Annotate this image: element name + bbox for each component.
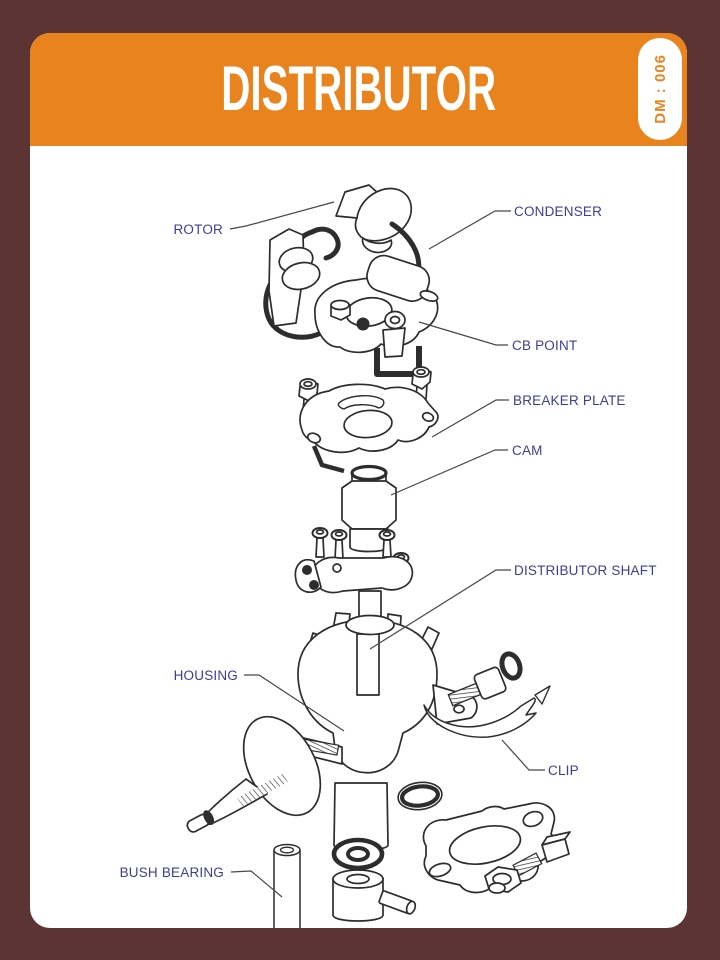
cb-point-contact xyxy=(384,310,406,330)
label-housing: HOUSING xyxy=(174,668,345,732)
label-breaker-plate: BREAKER PLATE xyxy=(431,393,626,438)
label-distributor-shaft: DISTRIBUTOR SHAFT xyxy=(369,563,657,650)
bolt xyxy=(311,527,329,558)
label-text: CAM xyxy=(512,443,543,458)
label-text: BUSH BEARING xyxy=(120,865,224,880)
label-text: CONDENSER xyxy=(514,204,602,219)
distributor-exploded-diagram: ROTOR CONDENSER CB POINT BREAKER PLATE C… xyxy=(120,184,657,928)
label-text: ROTOR xyxy=(173,222,223,237)
clamp-plate-drawing xyxy=(422,802,571,894)
breaker-plate-drawing xyxy=(298,366,439,474)
o-ring-drawing xyxy=(397,781,443,811)
labels: ROTOR CONDENSER CB POINT BREAKER PLATE C… xyxy=(120,201,657,898)
shaft-collar-drawing xyxy=(331,837,417,922)
label-clip: CLIP xyxy=(501,739,579,778)
label-text: DISTRIBUTOR SHAFT xyxy=(514,563,657,578)
label-cam: CAM xyxy=(390,443,543,496)
cam-drawing xyxy=(341,464,397,553)
label-bush-bearing: BUSH BEARING xyxy=(120,865,283,898)
header-band: DISTRIBUTOR DM : 006 xyxy=(30,33,687,146)
page-title: DISTRIBUTOR xyxy=(221,54,496,124)
condenser-body xyxy=(366,254,431,303)
contact-breaker-assembly-drawing xyxy=(263,221,439,377)
vacuum-advance-drawing xyxy=(186,715,322,833)
label-condenser: CONDENSER xyxy=(428,204,602,250)
advance-plate-drawing xyxy=(294,527,414,636)
clip-drawing xyxy=(423,685,551,738)
label-text: CLIP xyxy=(548,763,579,778)
distributor-shaft-drawing xyxy=(356,633,380,696)
bush-bearing-drawing xyxy=(273,843,301,928)
code-badge: DM : 006 xyxy=(638,38,682,140)
side-screw-drawing xyxy=(447,651,523,707)
small-o-ring xyxy=(499,651,523,681)
label-rotor: ROTOR xyxy=(173,201,335,237)
label-text: HOUSING xyxy=(174,668,238,683)
label-text: CB POINT xyxy=(512,338,577,353)
rotor-drawing xyxy=(335,184,413,254)
label-cb-point: CB POINT xyxy=(418,321,577,353)
poster-card: DISTRIBUTOR DM : 006 xyxy=(30,33,687,928)
code-badge-text: DM : 006 xyxy=(651,54,669,124)
bolt xyxy=(378,529,396,558)
clamp-bolt xyxy=(484,831,571,894)
label-text: BREAKER PLATE xyxy=(513,393,626,408)
bolt xyxy=(330,529,348,560)
housing-drawing xyxy=(285,612,478,852)
